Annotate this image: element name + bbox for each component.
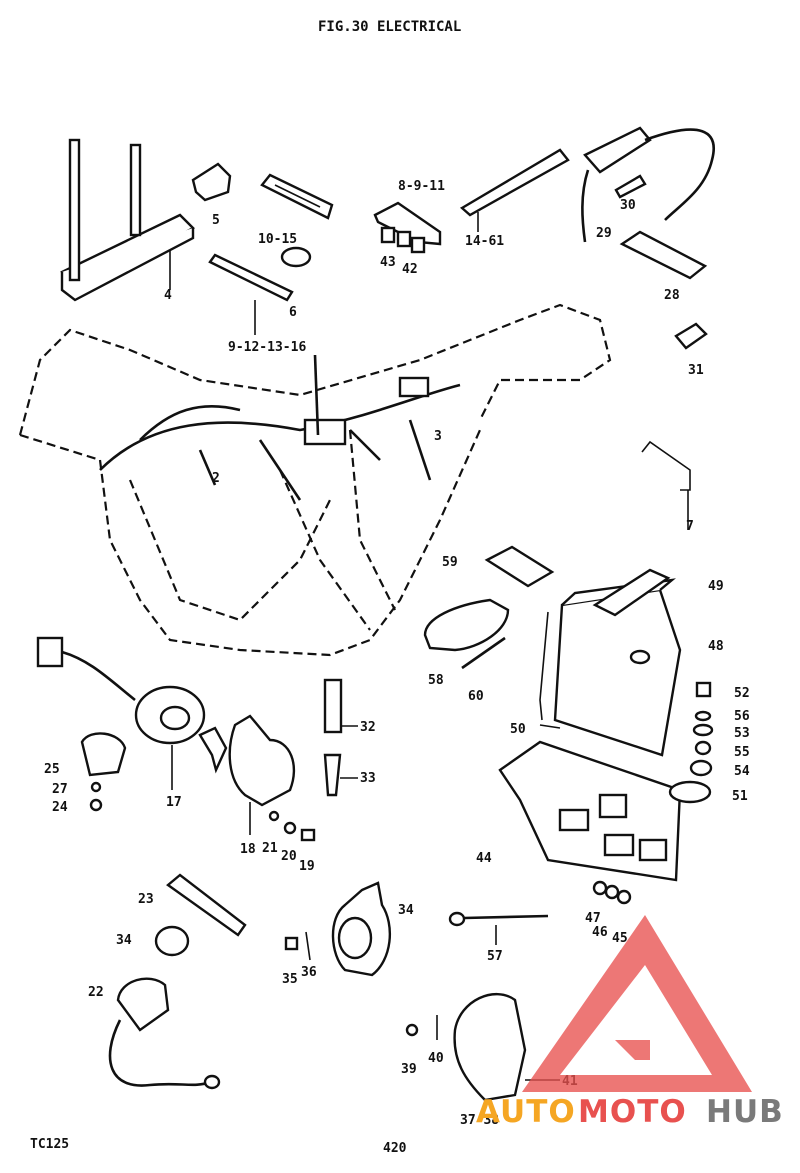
callout-24: 24 bbox=[52, 800, 68, 815]
callout-8-9-11: 8-9-11 bbox=[398, 179, 445, 194]
callout-19: 19 bbox=[299, 859, 315, 874]
part-32-33-plug bbox=[323, 678, 358, 797]
part-31-cap bbox=[674, 322, 708, 350]
part-7-bracket bbox=[641, 440, 691, 530]
part-battery-holder bbox=[498, 740, 712, 882]
callout-46: 46 bbox=[592, 925, 608, 940]
part-10-15-grip bbox=[260, 173, 334, 220]
callout-49: 49 bbox=[708, 579, 724, 594]
callout-2: 2 bbox=[212, 471, 220, 486]
callout-39: 39 bbox=[401, 1062, 417, 1077]
part-25-cap bbox=[80, 732, 127, 812]
callout-57: 57 bbox=[487, 949, 503, 964]
callout-51: 51 bbox=[732, 789, 748, 804]
callout-6: 6 bbox=[289, 305, 297, 320]
part-14-61-band bbox=[459, 148, 570, 232]
callout-37-38: 37-38 bbox=[460, 1113, 499, 1128]
part-59-clamp bbox=[484, 545, 555, 588]
callout-47: 47 bbox=[585, 911, 601, 926]
callout-18: 18 bbox=[240, 842, 256, 857]
callout-5: 5 bbox=[212, 213, 220, 228]
callout-14-61: 14-61 bbox=[465, 234, 504, 249]
callout-54: 54 bbox=[734, 764, 750, 779]
part-34-horn bbox=[331, 881, 392, 977]
callout-36: 36 bbox=[301, 965, 317, 980]
page-number: 420 bbox=[383, 1141, 407, 1156]
part-8-11-bracket bbox=[373, 201, 442, 254]
callout-3: 3 bbox=[434, 429, 442, 444]
model-code: TC125 bbox=[30, 1137, 69, 1152]
part-battery bbox=[539, 568, 682, 757]
part-29-wire bbox=[581, 126, 715, 243]
figure-title: FIG.30 ELECTRICAL bbox=[318, 19, 461, 35]
part-6-cap bbox=[280, 246, 312, 268]
callout-50: 50 bbox=[510, 722, 526, 737]
callout-20: 20 bbox=[281, 849, 297, 864]
watermark-logo bbox=[522, 915, 752, 1092]
callout-60: 60 bbox=[468, 689, 484, 704]
callout-59: 59 bbox=[442, 555, 458, 570]
watermark-text-hub: HUB bbox=[706, 1094, 784, 1130]
part-58-cover bbox=[423, 598, 510, 652]
wiring-harness bbox=[99, 354, 461, 501]
callout-33: 33 bbox=[360, 771, 376, 786]
callout-34: 34 bbox=[398, 903, 414, 918]
callout-56: 56 bbox=[734, 709, 750, 724]
part-34-bushing bbox=[154, 925, 190, 957]
part-57-wire bbox=[448, 911, 549, 945]
callout-43: 43 bbox=[380, 255, 396, 270]
callout-58: 58 bbox=[428, 673, 444, 688]
part-37-38-housing bbox=[405, 992, 560, 1102]
callout-10-15: 10-15 bbox=[258, 232, 297, 247]
callout-30: 30 bbox=[620, 198, 636, 213]
callout-45: 45 bbox=[612, 931, 628, 946]
callout-55: 55 bbox=[734, 745, 750, 760]
callout-21: 21 bbox=[262, 841, 278, 856]
callout-35: 35 bbox=[282, 972, 298, 987]
part-9-16-strap bbox=[208, 253, 294, 335]
callout-4: 4 bbox=[164, 288, 172, 303]
callout-22: 22 bbox=[88, 985, 104, 1000]
callout-27: 27 bbox=[52, 782, 68, 797]
watermark-text-moto: MOTO bbox=[578, 1094, 687, 1130]
callout-52: 52 bbox=[734, 686, 750, 701]
callout-44: 44 bbox=[476, 851, 492, 866]
part-5-clip bbox=[191, 162, 232, 202]
part-17-switch bbox=[36, 636, 228, 790]
callout-48: 48 bbox=[708, 639, 724, 654]
callout-31: 31 bbox=[688, 363, 704, 378]
callout-53: 53 bbox=[734, 726, 750, 741]
part-4-handlebar-bracket bbox=[60, 138, 195, 302]
callout-32: 32 bbox=[360, 720, 376, 735]
parts-52-56-hardware bbox=[689, 681, 714, 777]
callout-7: 7 bbox=[686, 519, 694, 534]
callout-40: 40 bbox=[428, 1051, 444, 1066]
part-60-rod bbox=[461, 636, 506, 670]
callout-29: 29 bbox=[596, 226, 612, 241]
callout-17: 17 bbox=[166, 795, 182, 810]
watermark-text-auto: AUTO bbox=[476, 1094, 576, 1130]
callout-9-16: 9-12-13-16 bbox=[228, 340, 306, 355]
part-28-plate bbox=[619, 230, 708, 280]
frame-outline bbox=[18, 303, 612, 657]
part-18-unit bbox=[228, 714, 316, 842]
callout-23: 23 bbox=[138, 892, 154, 907]
callout-34-left: 34 bbox=[116, 933, 132, 948]
part-22-switch bbox=[108, 977, 221, 1090]
callout-25: 25 bbox=[44, 762, 60, 777]
part-23-lever bbox=[166, 873, 247, 937]
callout-28: 28 bbox=[664, 288, 680, 303]
parts-35-36-hardware bbox=[284, 931, 311, 961]
callout-42: 42 bbox=[402, 262, 418, 277]
parts-45-47-hardware bbox=[592, 880, 632, 905]
